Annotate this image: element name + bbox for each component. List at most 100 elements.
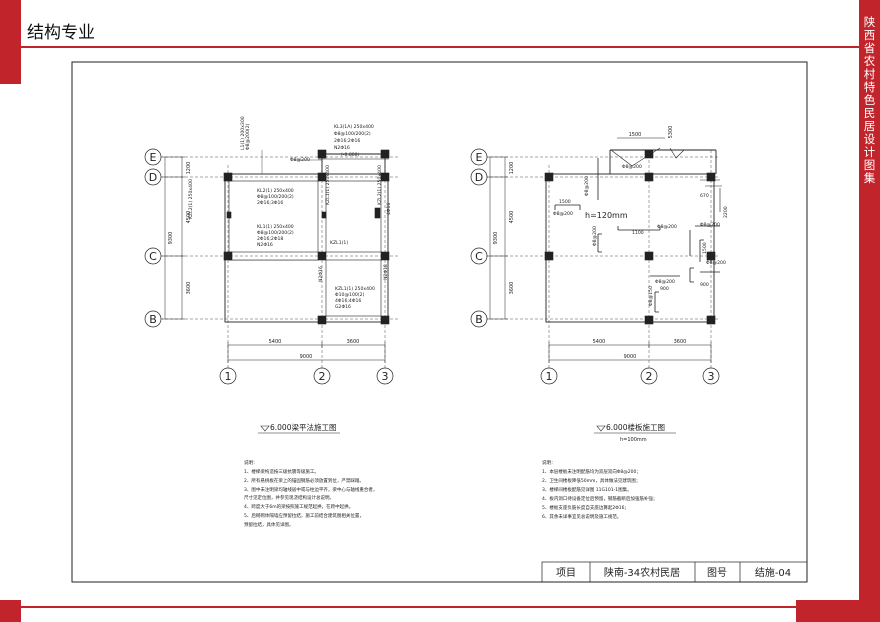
beam-plan [160, 149, 400, 368]
title-block-drawing-no-value: 结施-04 [755, 566, 791, 579]
slab-plan-title: 6.000楼板施工图 [606, 422, 665, 432]
label-tag-t: Φ8@200 [290, 157, 310, 163]
dim-row-4500-right: 4500 [509, 211, 515, 224]
dim-row-9300-right: 9300 [493, 232, 499, 245]
beam-plan-axes [144, 148, 394, 385]
notes-right-line-6: 6、其余未详事宜见总说明及施工规范。 [542, 513, 621, 520]
dim-row-1200-right: 1200 [509, 162, 515, 175]
label-kl1-bars: 2Φ16;2Φ18 [257, 236, 283, 242]
axis-label-b-left: B [149, 313, 157, 326]
bottom-red-rule [21, 606, 796, 608]
label-kl1-tw: N2Φ16 [257, 242, 273, 248]
notes-left-heading: 说明： [244, 459, 258, 466]
slab-rebar-b: Φ8@200 [657, 224, 677, 230]
slab-plan [485, 137, 722, 368]
axis-label-1-left: 1 [225, 370, 232, 383]
drawing-border [71, 61, 808, 583]
series-title: 陕西省农村特色民居设计图集 [863, 15, 876, 185]
slab-plan-title-group: 6.000楼板施工图 h=100mm [594, 422, 676, 443]
notes-right-heading: 说明： [542, 459, 556, 466]
axis-bubble-3-right [702, 367, 720, 385]
slab-dim-1500: 1500 [559, 199, 571, 205]
axis-label-c-right: C [475, 250, 483, 263]
right-red-band [859, 0, 880, 622]
notes-left-line-1: 1、楼梯梁构造按三级抗震等级施工。 [244, 468, 319, 475]
dim-col-9000-right: 9000 [624, 354, 637, 360]
label-l1-sub: Φ8@200(2) [245, 123, 251, 150]
beam-plan-title-group: 6.000梁平法施工图 [258, 422, 340, 434]
label-n2-18: N2Φ18 [383, 264, 389, 280]
slab-rebar-f: Φ8@200 [622, 164, 642, 170]
axis-label-d-left: D [149, 171, 157, 184]
label-kl2: KL2(1) 250x400 [257, 188, 294, 194]
slab-dim-900a: 900 [660, 286, 669, 292]
dim-col-5400-left: 5400 [269, 339, 282, 345]
slab-thickness-label: h=120mm [585, 211, 628, 220]
axis-label-e-right: E [476, 151, 483, 164]
dim-top-5300: 5300 [668, 126, 674, 139]
axis-bubble-e-left [144, 148, 162, 166]
label-kl1-sub: Φ8@100/200(2) [257, 230, 294, 236]
label-kl3-tw: N2Φ16 [334, 145, 350, 151]
axis-label-1-right: 1 [546, 370, 553, 383]
label-kzl1-b-tw: G2Φ16 [335, 304, 351, 310]
dim-col-3600-left: 3600 [347, 339, 360, 345]
axis-bubble-c-right [470, 247, 488, 265]
label-kzl2: KZL2(1) 250x400 [377, 165, 383, 205]
dim-row-9300-left: 9300 [168, 232, 174, 245]
notes-right-line-4: 4、板内洞口待设备定位后预留，钢筋截断后加强筋补强； [542, 495, 657, 502]
notes-right-line-2: 2、卫生间楼板降低50mm，具体做法见建筑图； [542, 477, 640, 484]
bottom-left-red-block [0, 600, 21, 622]
slab-rebar-a: Φ8@200 [553, 211, 573, 217]
notes-left-line-4: 尺寸见定位图，并参见现浇结构设计总说明。 [244, 494, 334, 501]
slab-rebar-g: Φ8@150 [648, 286, 654, 306]
axis-bubble-b-right [470, 310, 488, 328]
notes-left-line-5: 4、跨度大于6m的梁按照施工规范起拱，在跨中起拱。 [244, 503, 353, 510]
slab-dim-2200: 2200 [723, 206, 729, 218]
label-kzl1-b-bars: 4Φ16;4Φ16 [335, 298, 361, 304]
slab-rebar-d: Φ8@200 [700, 222, 720, 228]
slab-rebar-i: Φ8@200 [584, 176, 590, 196]
notes-right-line-3: 3、楼梯间楼板配筋见详图 11G101-1图集。 [542, 486, 632, 493]
top-red-rule [21, 46, 859, 48]
slab-rebar-h: Φ8@200 [592, 226, 598, 246]
section-label: 结构专业 [27, 23, 95, 43]
notes-right-line-1: 1、本层楼板未注明配筋均为双层双向Φ8@200； [542, 468, 641, 475]
label-kl3: KL3(1A) 250x400 [334, 124, 374, 130]
dim-top-1500: 1500 [629, 132, 642, 138]
label-kl3-offset: (-0.800) [341, 152, 360, 158]
slab-rebar-c: Φ8@200 [655, 279, 675, 285]
axis-label-2-left: 2 [319, 370, 326, 383]
dim-row-3600-right: 3600 [509, 282, 515, 295]
axis-label-e-left: E [150, 151, 157, 164]
notes-left-line-7: 预留拉结，具体见详图。 [244, 521, 294, 528]
axis-label-3-left: 3 [382, 370, 389, 383]
axis-bubble-1-right [540, 367, 558, 385]
label-kl1: KL1(1) 250x400 [257, 224, 294, 230]
axis-label-c-left: C [149, 250, 157, 263]
axis-bubble-1-left [219, 367, 237, 385]
label-kl3-stirrup: Φ8@100/200(2) [334, 131, 371, 137]
axis-label-3-right: 3 [708, 370, 715, 383]
label-kzl1-b: KZL1(1) 250x400 [335, 286, 375, 292]
dim-col-5400-right: 5400 [593, 339, 606, 345]
label-kl3-bars: 2Φ16;2Φ16 [334, 138, 360, 144]
notes-right-line-5: 5、楼板支座负筋长度自支座边算起2Φ16； [542, 504, 629, 511]
title-block-project-value: 陕南-34农村民居 [604, 566, 680, 579]
label-l1: L1(1) 200x300 [240, 116, 246, 150]
slab-dim-670: 670 [700, 193, 709, 199]
label-n2-16: N2Φ16 [318, 266, 324, 282]
notes-left: 说明： 1、楼梯梁构造按三级抗震等级施工。 2、所有悬挑板在梁上的锚固钢筋必须放… [244, 459, 377, 528]
dim-col-3600-right: 3600 [674, 339, 687, 345]
label-kzl1-v: KZL1(1) 250x400 [325, 165, 331, 205]
notes-left-line-6: 5、后砌砌体隔墙应预留拉结，施工前结合建筑图相关位置， [244, 512, 364, 519]
title-block [541, 561, 808, 583]
label-kl2-bars: 2Φ16;3Φ16 [257, 200, 283, 206]
slab-dim-1500b: 1500 [702, 242, 708, 254]
slab-plan-axes [470, 148, 720, 385]
axis-label-b-right: B [475, 313, 483, 326]
axis-bubble-2-right [640, 367, 658, 385]
notes-left-line-2: 2、所有悬挑板在梁上的锚固钢筋必须放置到位，严禁踩踏。 [244, 477, 364, 484]
title-block-drawing-no-label: 图号 [707, 567, 727, 579]
